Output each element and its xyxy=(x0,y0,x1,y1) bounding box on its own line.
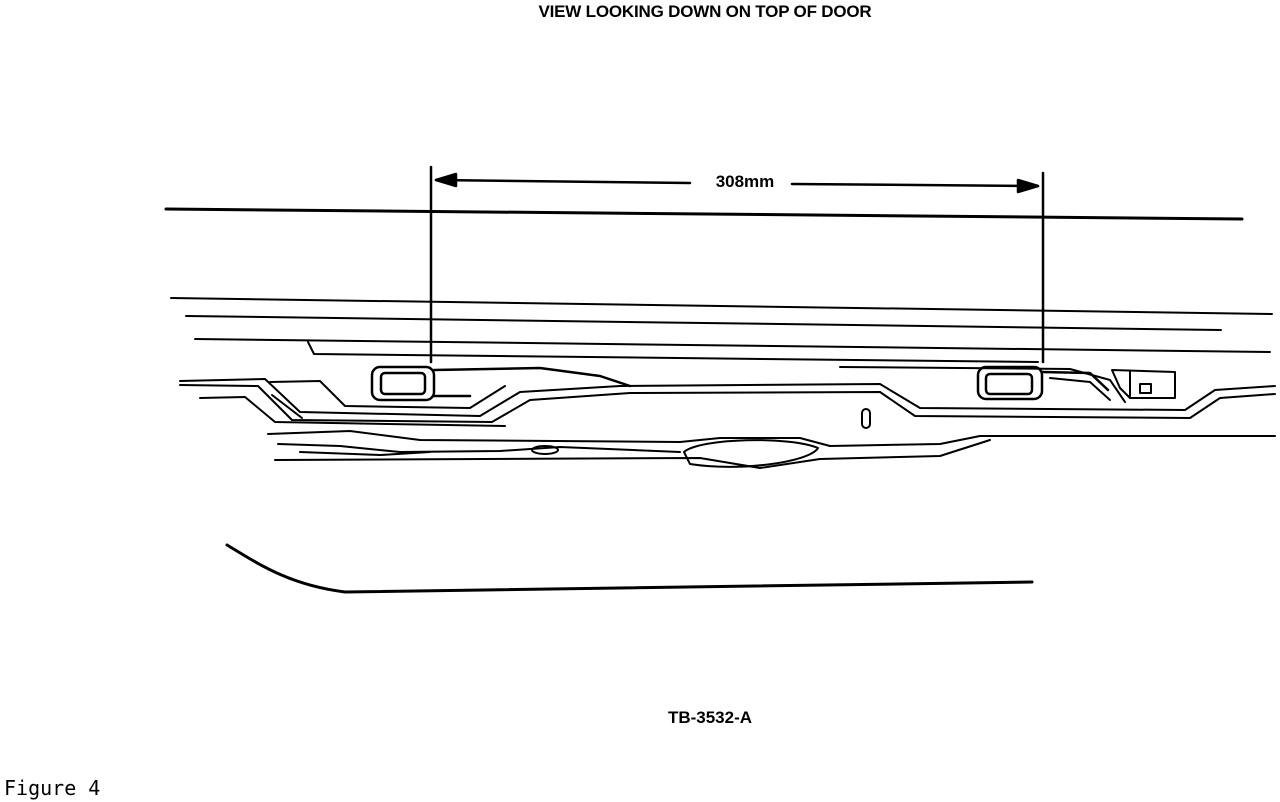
dimension-extension-lines xyxy=(429,165,1045,364)
drawing-code: TB-3532-A xyxy=(667,708,753,727)
door-rail-profile xyxy=(179,366,1276,427)
right-door-clip xyxy=(976,365,1110,401)
body-outline-lines xyxy=(164,207,1273,363)
retainer-bracket xyxy=(1111,369,1176,399)
inner-panel-lines xyxy=(267,430,1276,469)
dimension-arrow xyxy=(434,172,1040,194)
left-door-clip xyxy=(370,365,632,402)
view-title: VIEW LOOKING DOWN ON TOP OF DOOR xyxy=(538,2,872,21)
slot-opening xyxy=(861,408,871,429)
dimension-label: 308mm xyxy=(700,172,790,192)
lower-sill-curve xyxy=(225,543,1034,594)
figure-caption: Figure 4 xyxy=(4,776,101,800)
